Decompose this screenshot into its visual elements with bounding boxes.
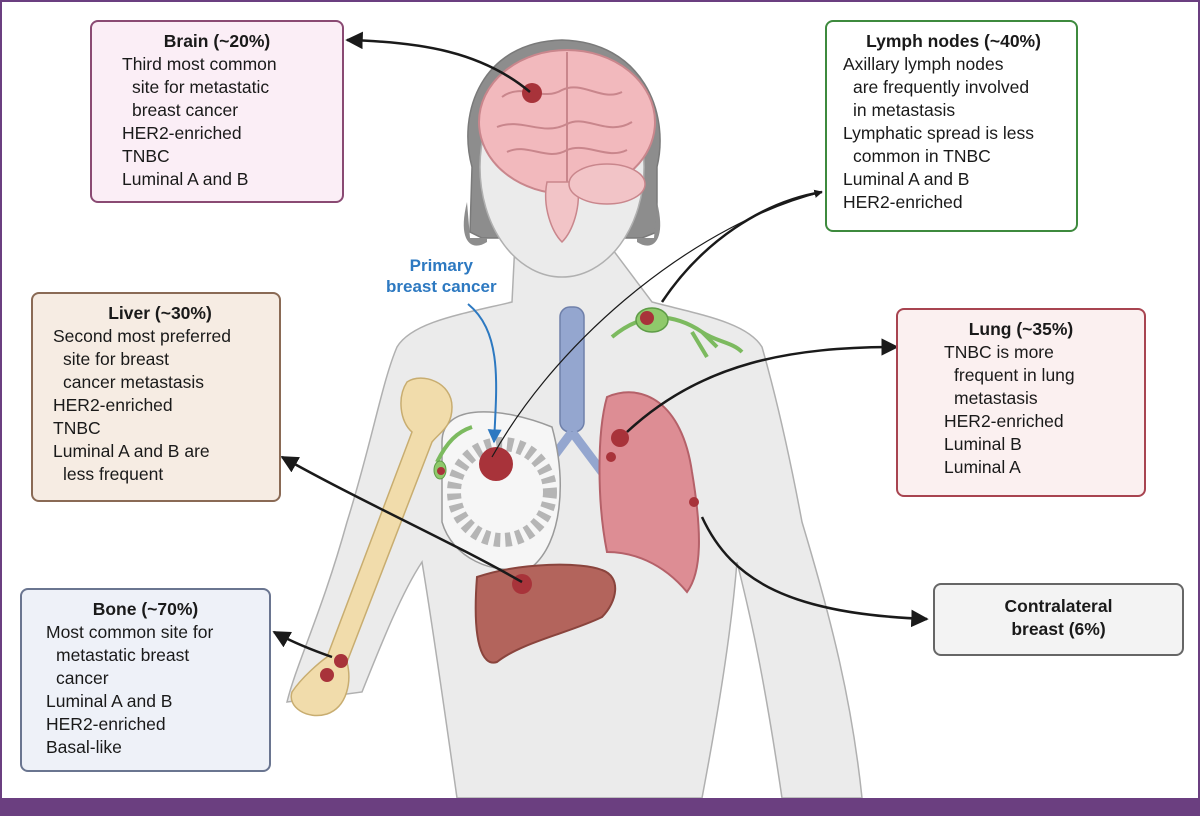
lung-callout: Lung (~35%) TNBC is more frequent in lun… xyxy=(896,308,1146,497)
tumor-lung-3 xyxy=(689,497,699,507)
tumor-lymph xyxy=(640,311,654,325)
primary-breast-cancer-label: Primary breast cancer xyxy=(386,256,497,296)
arrow-to-brain xyxy=(345,31,531,93)
bone-line: HER2-enriched xyxy=(46,714,166,734)
lung-line: Luminal B xyxy=(944,434,1022,454)
liver-line: HER2-enriched xyxy=(53,395,173,415)
tumor-bone-1 xyxy=(334,654,348,668)
lymph-line: are frequently involved xyxy=(853,77,1030,97)
contralateral-breast-callout: Contralateral breast (6%) xyxy=(933,583,1184,656)
lymph-line: Lymphatic spread is less xyxy=(843,123,1034,143)
bone-line: metastatic breast xyxy=(56,645,190,665)
bone-line: Basal-like xyxy=(46,737,122,757)
lymph-title: Lymph nodes (~40%) xyxy=(866,31,1041,51)
brain-line: HER2-enriched xyxy=(122,123,242,143)
tumor-axillary xyxy=(437,467,445,475)
hair-left xyxy=(463,202,487,246)
tumor-lung-1 xyxy=(611,429,629,447)
contralateral-title: Contralateral xyxy=(1004,596,1113,616)
lung-line: TNBC is more xyxy=(944,342,1054,362)
liver-line: TNBC xyxy=(53,418,101,438)
arrow-to-liver xyxy=(280,455,523,584)
liver-organ xyxy=(474,563,617,664)
lymph-line: in metastasis xyxy=(853,100,956,120)
brain-title: Brain (~20%) xyxy=(163,31,271,51)
bone-line: cancer xyxy=(56,668,109,688)
liver-callout: Liver (~30%) Second most preferred site … xyxy=(31,292,281,502)
lymph-line: Axillary lymph nodes xyxy=(843,54,1004,74)
tumor-bone-2 xyxy=(320,668,334,682)
liver-title: Liver (~30%) xyxy=(108,303,212,323)
brain-line: TNBC xyxy=(122,146,170,166)
lung-line: HER2-enriched xyxy=(944,411,1064,431)
footer-bar xyxy=(2,798,1198,816)
arm-bone xyxy=(290,377,453,717)
arrow-lymph-join xyxy=(660,190,823,303)
lymph-line: HER2-enriched xyxy=(843,192,963,212)
anatomy-illustration xyxy=(272,31,929,798)
liver-line: Second most preferred xyxy=(53,326,232,346)
tumor-brain xyxy=(522,83,542,103)
bone-line: Most common site for xyxy=(46,622,214,642)
tumor-primary xyxy=(479,447,513,481)
liver-line: cancer metastasis xyxy=(63,372,205,392)
lymph-line: common in TNBC xyxy=(853,146,991,166)
liver-line: Luminal A and B are xyxy=(53,441,210,461)
tumor-lung-2 xyxy=(606,452,616,462)
lymph-nodes-callout: Lymph nodes (~40%) Axillary lymph nodes … xyxy=(825,20,1078,232)
arrow-primary-label xyxy=(467,303,502,444)
metastasis-arrows xyxy=(272,31,929,659)
brain-line: site for metastatic xyxy=(132,77,270,97)
arrow-to-lymph xyxy=(491,189,823,458)
liver-line: less frequent xyxy=(63,464,164,484)
bone-line: Luminal A and B xyxy=(46,691,173,711)
brain-callout: Brain (~20%) Third most common site for … xyxy=(90,20,344,203)
lung-line: frequent in lung xyxy=(954,365,1075,385)
arrow-to-lung xyxy=(626,338,899,433)
bone-title: Bone (~70%) xyxy=(92,599,199,619)
contralateral-percent: breast (6%) xyxy=(1011,619,1106,639)
arrow-to-contralateral xyxy=(700,516,929,628)
hair-right xyxy=(637,202,661,246)
lung-line: metastasis xyxy=(954,388,1038,408)
arrow-to-bone xyxy=(272,630,333,659)
breast-organ xyxy=(441,411,561,571)
brain-line: Luminal A and B xyxy=(122,169,249,189)
lung-line: Luminal A xyxy=(944,457,1021,477)
liver-line: site for breast xyxy=(63,349,170,369)
brain-line: Third most common xyxy=(122,54,277,74)
brain-line: breast cancer xyxy=(132,100,239,120)
bone-callout: Bone (~70%) Most common site for metasta… xyxy=(20,588,271,772)
lymph-line: Luminal A and B xyxy=(843,169,970,189)
lung-title: Lung (~35%) xyxy=(968,319,1074,339)
